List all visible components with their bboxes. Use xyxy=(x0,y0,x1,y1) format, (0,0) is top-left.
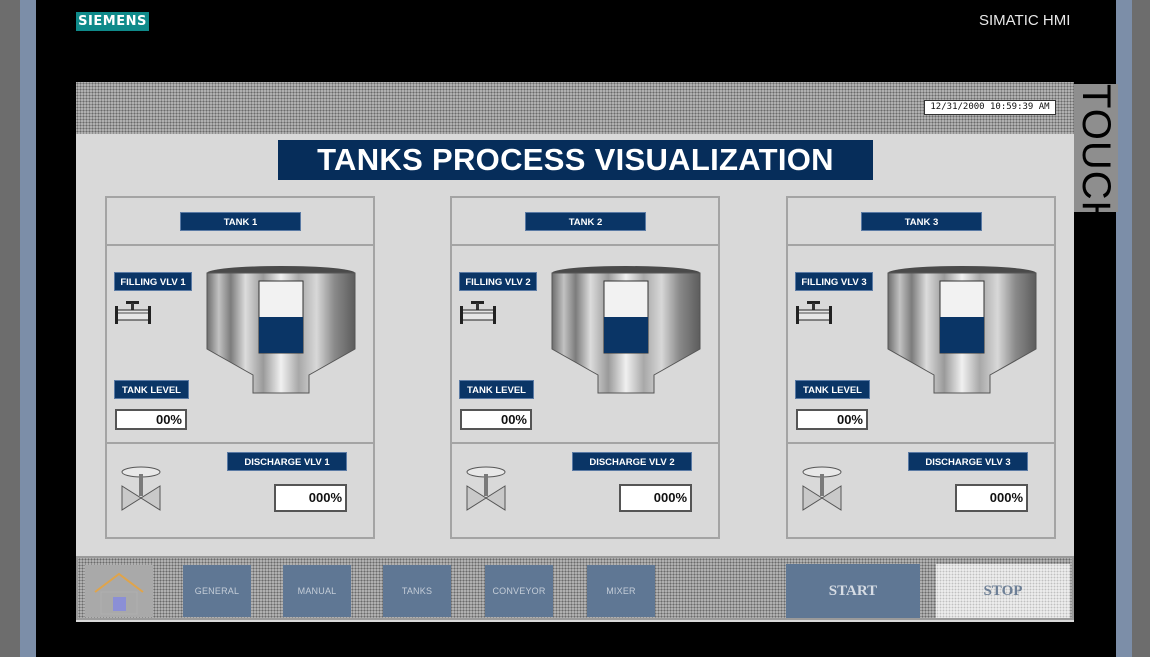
discharge-valve-value: 000% xyxy=(619,484,692,512)
filling-valve-label: FILLING VLV 2 xyxy=(459,272,537,291)
discharge-valve-value: 000% xyxy=(955,484,1028,512)
panel-divider xyxy=(107,442,373,444)
panel-divider xyxy=(452,442,718,444)
panel-divider xyxy=(788,442,1054,444)
tank-level-value: 00% xyxy=(115,409,187,430)
nav-mixer-button[interactable]: MIXER xyxy=(587,565,655,617)
discharge-valve-label: DISCHARGE VLV 3 xyxy=(908,452,1028,471)
filling-valve-icon[interactable] xyxy=(459,300,497,324)
tank-vessel-graphic xyxy=(886,265,1038,397)
header-band: 12/31/2000 10:59:39 AM xyxy=(76,82,1074,134)
filling-valve-label: FILLING VLV 1 xyxy=(114,272,192,291)
discharge-valve-icon[interactable] xyxy=(465,464,507,516)
device-edge-left xyxy=(0,0,20,657)
tank-panel-2: TANK 2 FILLING VLV 2 TANK LEVEL 00% xyxy=(450,196,720,539)
tank-vessel-graphic xyxy=(550,265,702,397)
home-button[interactable] xyxy=(85,565,153,617)
filling-valve-label: FILLING VLV 3 xyxy=(795,272,873,291)
panel-divider xyxy=(452,244,718,246)
navigation-bar: GENERAL MANUAL TANKS CONVEYOR MIXER STAR… xyxy=(76,556,1074,620)
filling-valve-icon[interactable] xyxy=(114,300,152,324)
siemens-logo: SIEMENS xyxy=(76,12,149,31)
filling-valve-icon[interactable] xyxy=(795,300,833,324)
tank-panel-3: TANK 3 FILLING VLV 3 TANK LEVEL 00% xyxy=(786,196,1056,539)
tank-panel-1: TANK 1 FILLING VLV 1 TANK LEVEL 00% xyxy=(105,196,375,539)
discharge-valve-icon[interactable] xyxy=(801,464,843,516)
hmi-screen: 12/31/2000 10:59:39 AM TANKS PROCESS VIS… xyxy=(76,82,1074,622)
discharge-valve-icon[interactable] xyxy=(120,464,162,516)
device-rail-right xyxy=(1116,0,1132,657)
tank-title: TANK 2 xyxy=(525,212,646,231)
discharge-valve-label: DISCHARGE VLV 1 xyxy=(227,452,347,471)
home-icon xyxy=(85,565,153,617)
tank-vessel-graphic xyxy=(205,265,357,397)
page-title: TANKS PROCESS VISUALIZATION xyxy=(278,140,873,180)
nav-conveyor-button[interactable]: CONVEYOR xyxy=(485,565,553,617)
tank-level-value: 00% xyxy=(796,409,868,430)
nav-manual-button[interactable]: MANUAL xyxy=(283,565,351,617)
device-edge-right xyxy=(1132,0,1150,657)
tank-level-value: 00% xyxy=(460,409,532,430)
tank-level-label: TANK LEVEL xyxy=(459,380,534,399)
nav-general-button[interactable]: GENERAL xyxy=(183,565,251,617)
tank-title: TANK 3 xyxy=(861,212,982,231)
panel-divider xyxy=(788,244,1054,246)
discharge-valve-value: 000% xyxy=(274,484,347,512)
discharge-valve-label: DISCHARGE VLV 2 xyxy=(572,452,692,471)
tank-level-label: TANK LEVEL xyxy=(795,380,870,399)
nav-tanks-button[interactable]: TANKS xyxy=(383,565,451,617)
device-rail-left xyxy=(20,0,36,657)
panel-divider xyxy=(107,244,373,246)
tank-title: TANK 1 xyxy=(180,212,301,231)
touch-label: TOUCH xyxy=(1074,84,1118,231)
tank-level-label: TANK LEVEL xyxy=(114,380,189,399)
start-button[interactable]: START xyxy=(786,564,920,618)
datetime-display: 12/31/2000 10:59:39 AM xyxy=(924,100,1056,115)
stop-button[interactable]: STOP xyxy=(936,564,1070,618)
simatic-hmi-label: SIMATIC HMI xyxy=(979,12,1071,29)
